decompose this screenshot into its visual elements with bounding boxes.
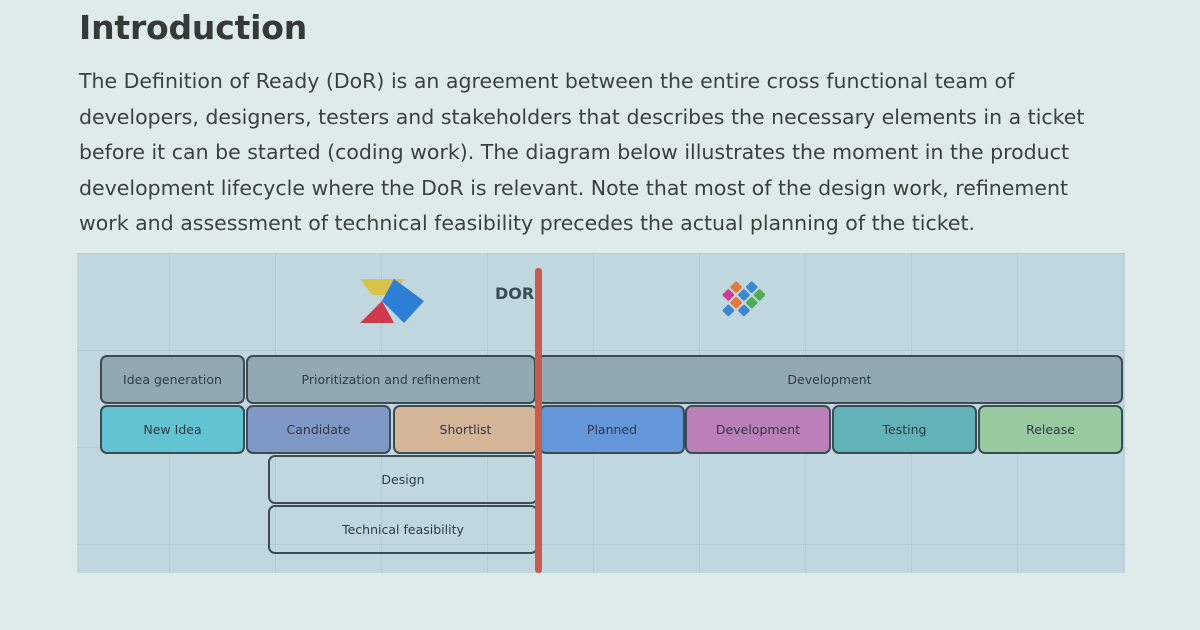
stage-testing: Testing [832, 405, 977, 454]
section-title: Introduction [79, 8, 308, 47]
dor-label: DOR [495, 284, 535, 303]
prioritization-tool-logo-icon [360, 279, 424, 323]
stage-planned: Planned [539, 405, 685, 454]
stage-new-idea: New Idea [100, 405, 245, 454]
phase-development: Development [536, 355, 1123, 404]
dor-divider-line [535, 268, 542, 573]
stage-development: Development [685, 405, 831, 454]
activity-design: Design [268, 455, 538, 504]
development-tool-logo-icon [722, 281, 765, 317]
activity-technical-feasibility: Technical feasibility [268, 505, 538, 554]
stage-shortlist: Shortlist [393, 405, 538, 454]
intro-paragraph: The Definition of Ready (DoR) is an agre… [79, 69, 1085, 235]
phase-idea-generation: Idea generation [100, 355, 245, 404]
dor-lifecycle-diagram: DOR Idea generation Prioritization and r… [77, 253, 1125, 573]
phase-prioritization-refinement: Prioritization and refinement [246, 355, 536, 404]
stage-candidate: Candidate [246, 405, 391, 454]
stage-release: Release [978, 405, 1123, 454]
